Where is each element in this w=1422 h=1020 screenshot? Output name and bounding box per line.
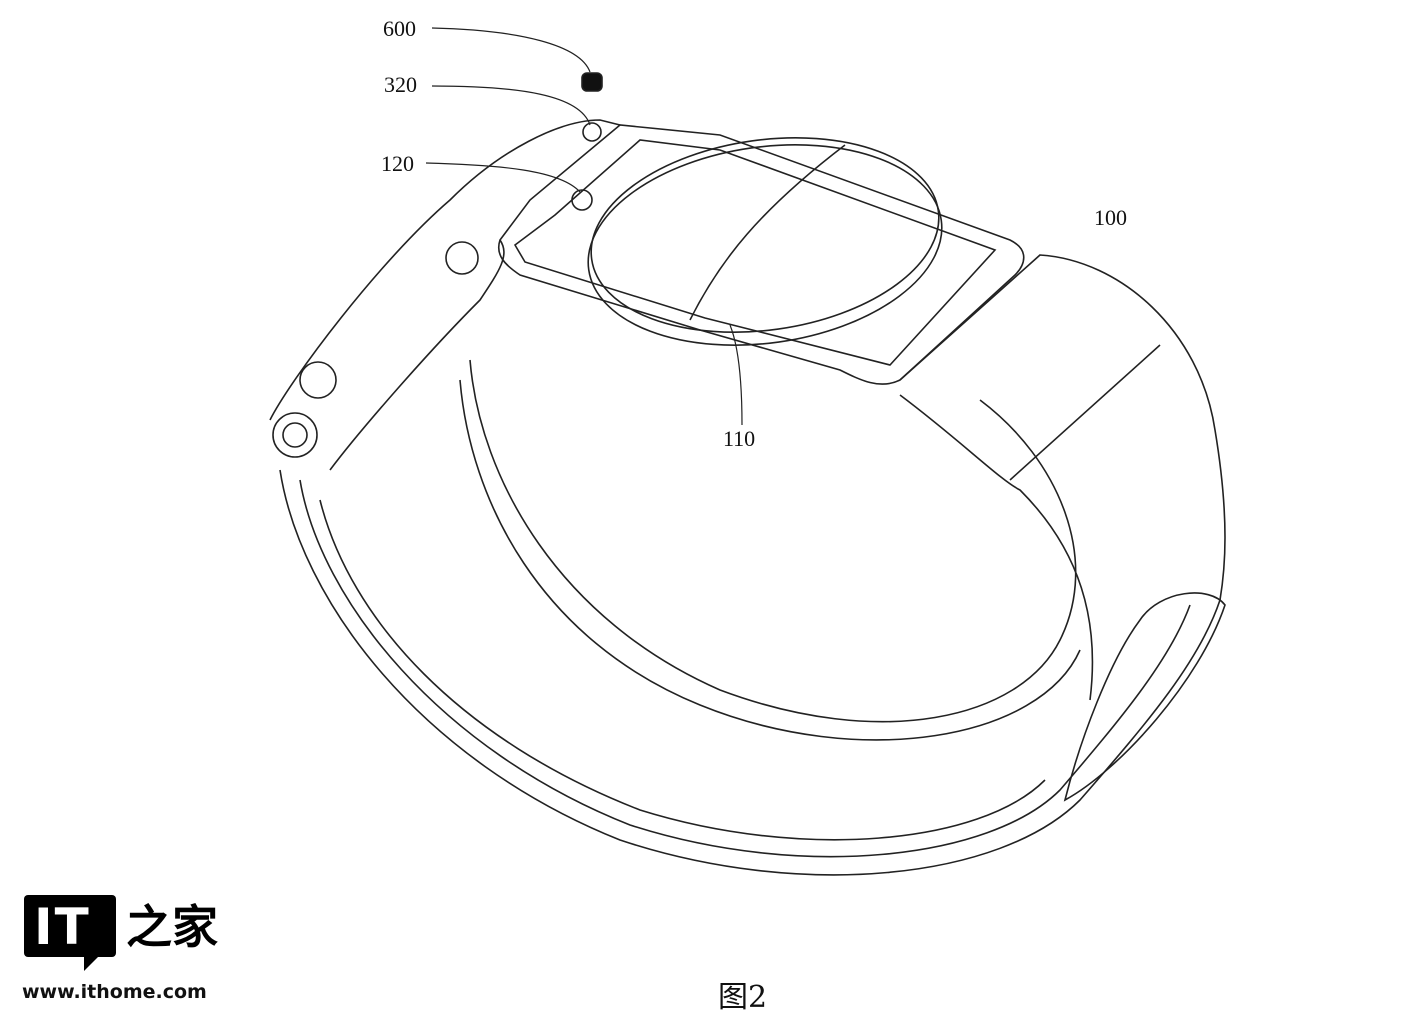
band-outer-edge (279, 469, 1221, 876)
leader-120 (425, 162, 581, 193)
sensor-disc-rim (587, 144, 943, 346)
button-320 (582, 122, 602, 142)
logo-url: www.ithome.com (22, 981, 207, 1003)
buckle-left-2 (329, 239, 505, 471)
buckle-left (269, 119, 621, 421)
button-120 (571, 189, 593, 211)
label-120: 120 (381, 151, 414, 176)
leader-110 (729, 324, 743, 426)
leader-320 (431, 85, 591, 126)
logo-chinese: 之家 (126, 900, 218, 954)
band-inner-edge (299, 479, 1191, 858)
sensor-frame (498, 124, 1025, 385)
hinge-knob-2 (299, 361, 337, 399)
hinge-knob (445, 241, 479, 275)
hinge-pin-inner (282, 422, 308, 448)
logo-box: IT (24, 895, 116, 957)
band-inner-oval (469, 359, 1077, 723)
component-600 (581, 72, 603, 92)
strap-divider (1009, 344, 1161, 481)
hinge-pin (272, 412, 318, 458)
logo-mark: IT (34, 898, 91, 956)
figure-caption: 图2 (718, 980, 768, 1015)
logo-speech-tail (84, 957, 98, 971)
label-320: 320 (384, 72, 417, 97)
strap-tip (1063, 592, 1226, 802)
strap-right (899, 254, 1226, 601)
ithome-logo: IT 之家 www.ithome.com (22, 893, 222, 1013)
band-edge-line (319, 499, 1046, 841)
band-inner-oval-2 (459, 379, 1081, 741)
leader-600 (431, 27, 591, 73)
label-600: 600 (383, 16, 416, 41)
disc-seam (689, 144, 846, 321)
strap-right-lower (899, 394, 1094, 701)
label-110: 110 (723, 426, 756, 451)
label-100: 100 (1094, 205, 1127, 230)
